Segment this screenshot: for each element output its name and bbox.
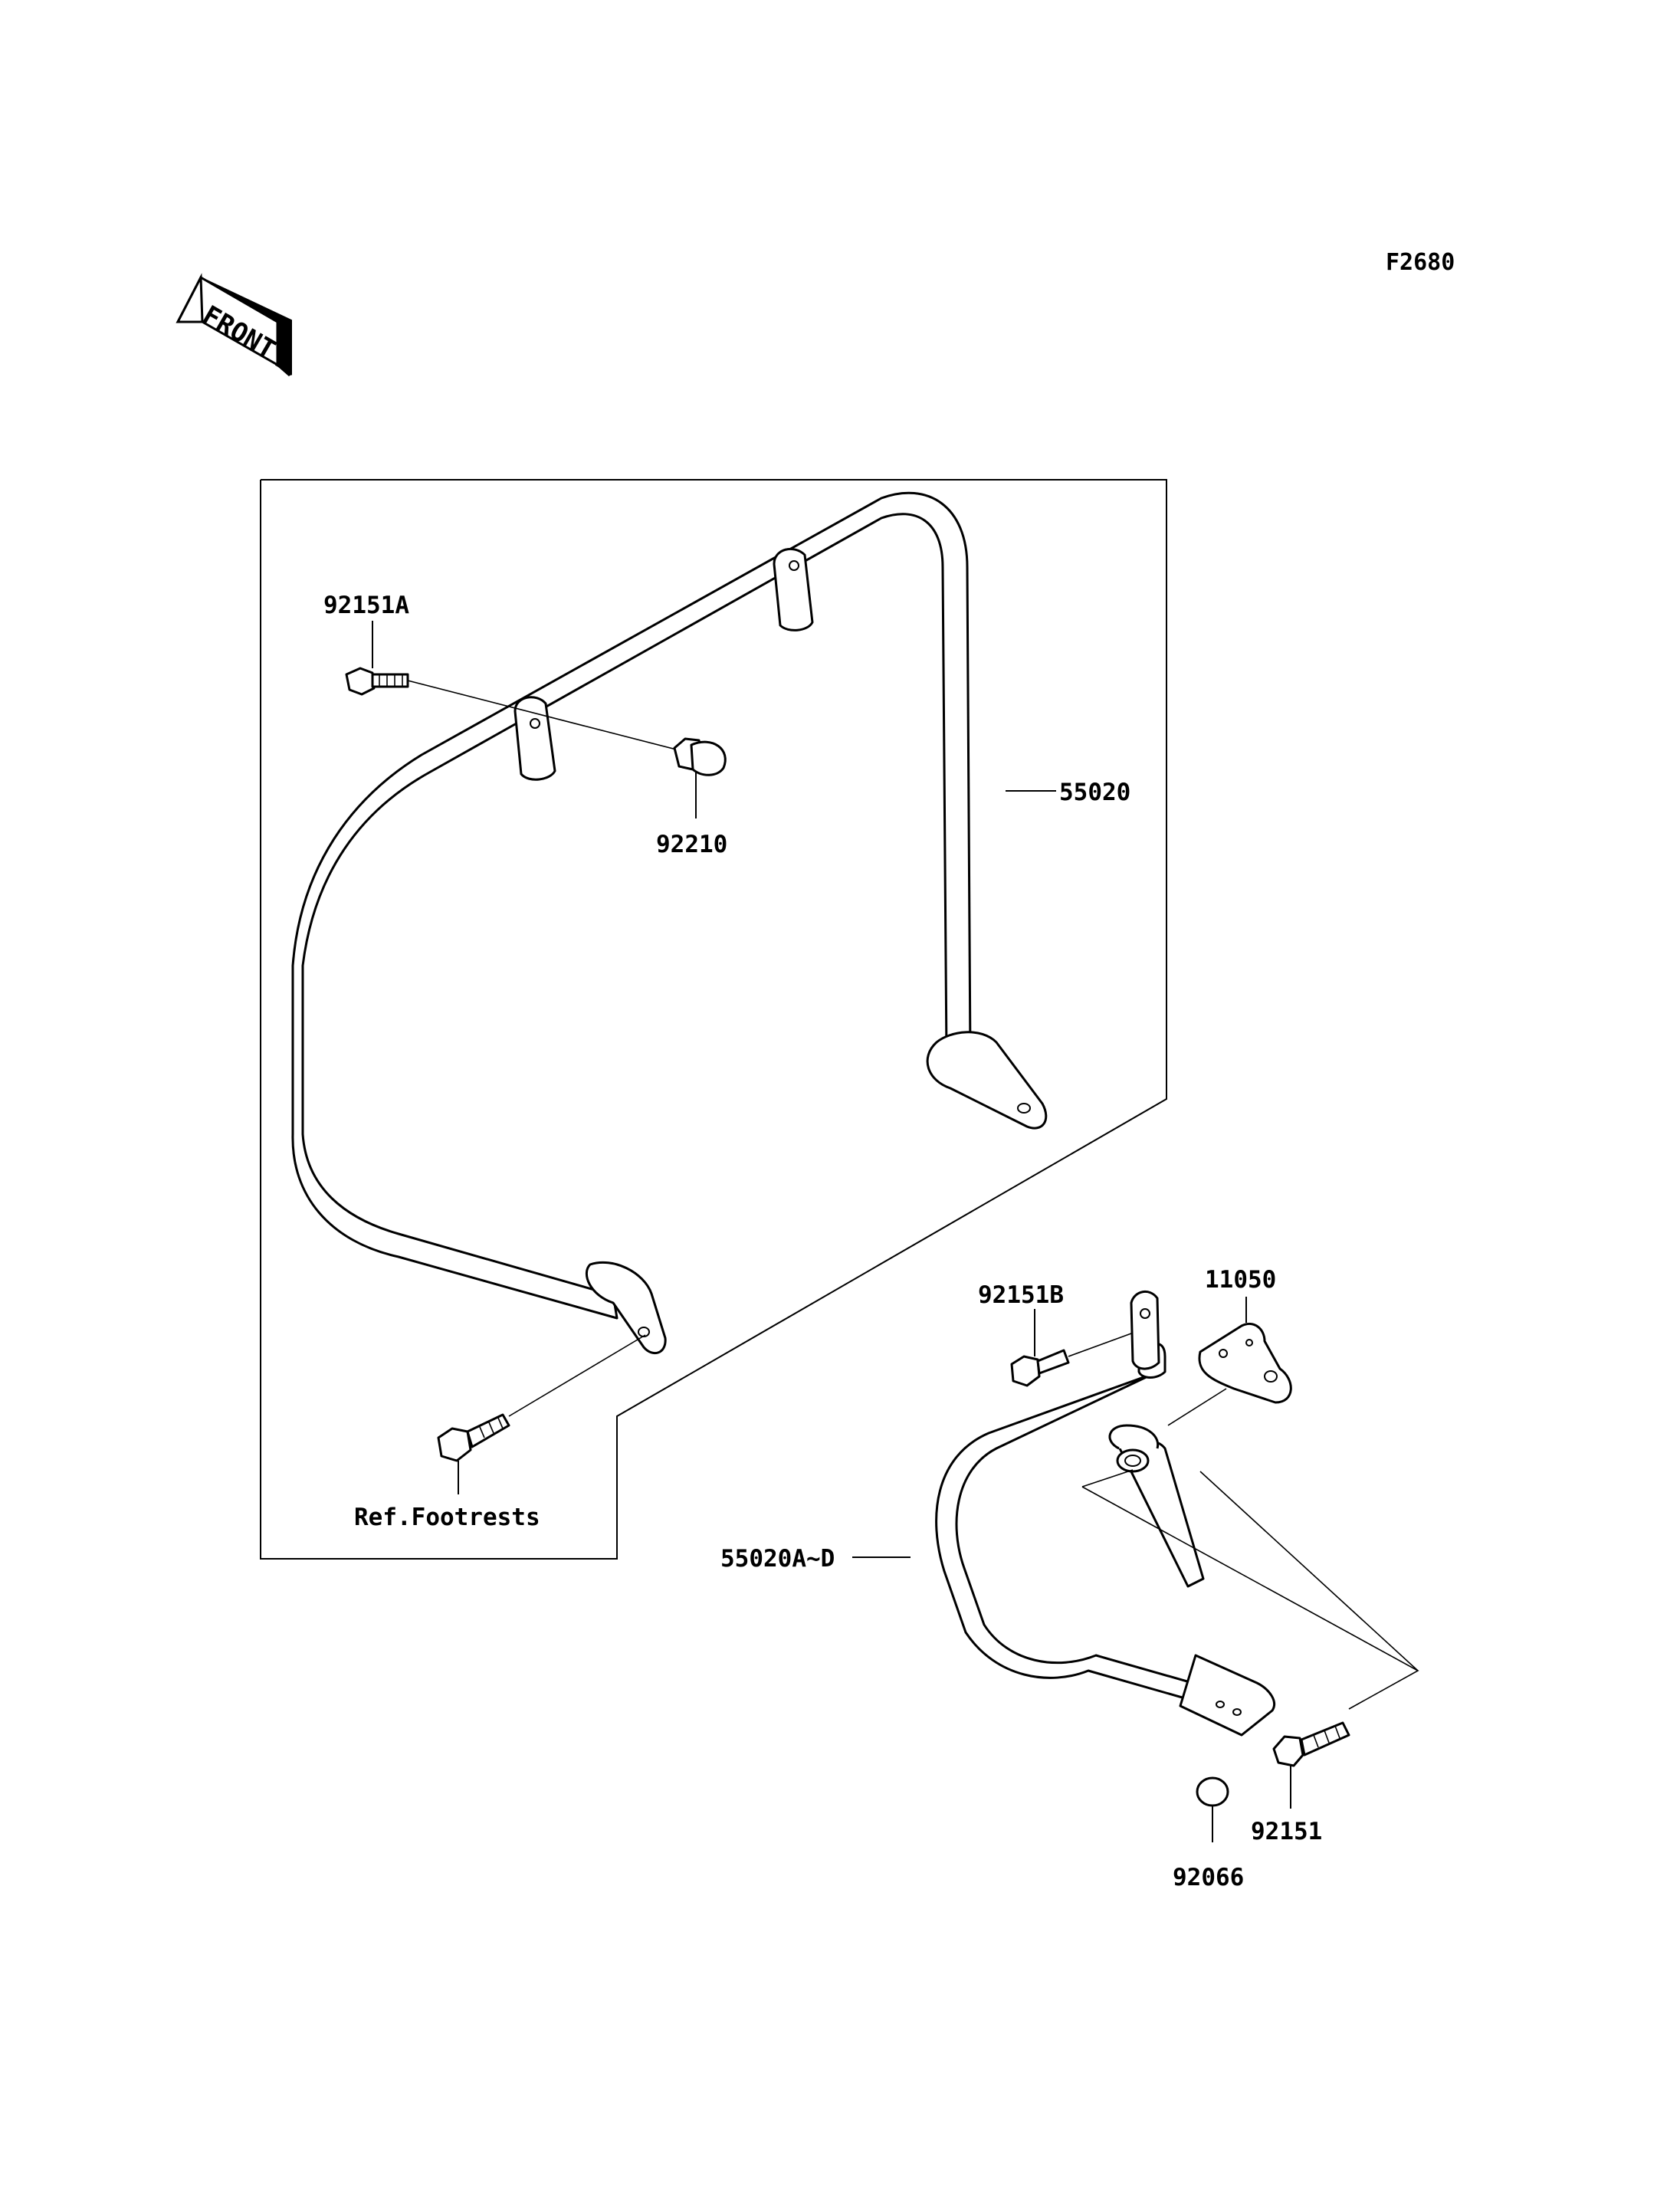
- leader-92151-cross-b: [1081, 1469, 1134, 1488]
- rear-engine-guard: [935, 1291, 1275, 1737]
- leader-92151-cross-c: [1199, 1471, 1419, 1671]
- leader-92151B-axis: [1068, 1333, 1132, 1357]
- front-assembly-frame: [260, 479, 1167, 1560]
- callout-92066: 92066: [1173, 1864, 1244, 1891]
- bolt-92151: [1272, 1721, 1350, 1767]
- callout-92210: 92210: [656, 831, 727, 858]
- cap-nut-92210: [673, 737, 727, 776]
- callout-55020A-D: 55020A~D: [720, 1545, 835, 1573]
- callout-92151: 92151: [1251, 1818, 1322, 1845]
- figure-code: F2680: [1386, 249, 1455, 276]
- front-direction-arrow: FRONT: [176, 273, 292, 377]
- leader-92151A-axis: [407, 680, 683, 752]
- bolt-92151B: [1010, 1349, 1070, 1387]
- callout-55020: 55020: [1059, 779, 1130, 806]
- callout-92151B: 92151B: [978, 1281, 1064, 1309]
- callout-ref-footrests: Ref.Footrests: [354, 1504, 540, 1531]
- leader-footrest-axis: [508, 1334, 646, 1417]
- callout-92151A: 92151A: [323, 592, 409, 619]
- footrest-bolt: [437, 1413, 510, 1462]
- bolt-92151A: [345, 667, 409, 696]
- bracket-11050: [1198, 1323, 1292, 1404]
- cap-92066: [1196, 1776, 1229, 1807]
- front-engine-guard: [291, 491, 1048, 1355]
- leader-11050-axis: [1167, 1388, 1227, 1426]
- callout-11050: 11050: [1205, 1266, 1276, 1294]
